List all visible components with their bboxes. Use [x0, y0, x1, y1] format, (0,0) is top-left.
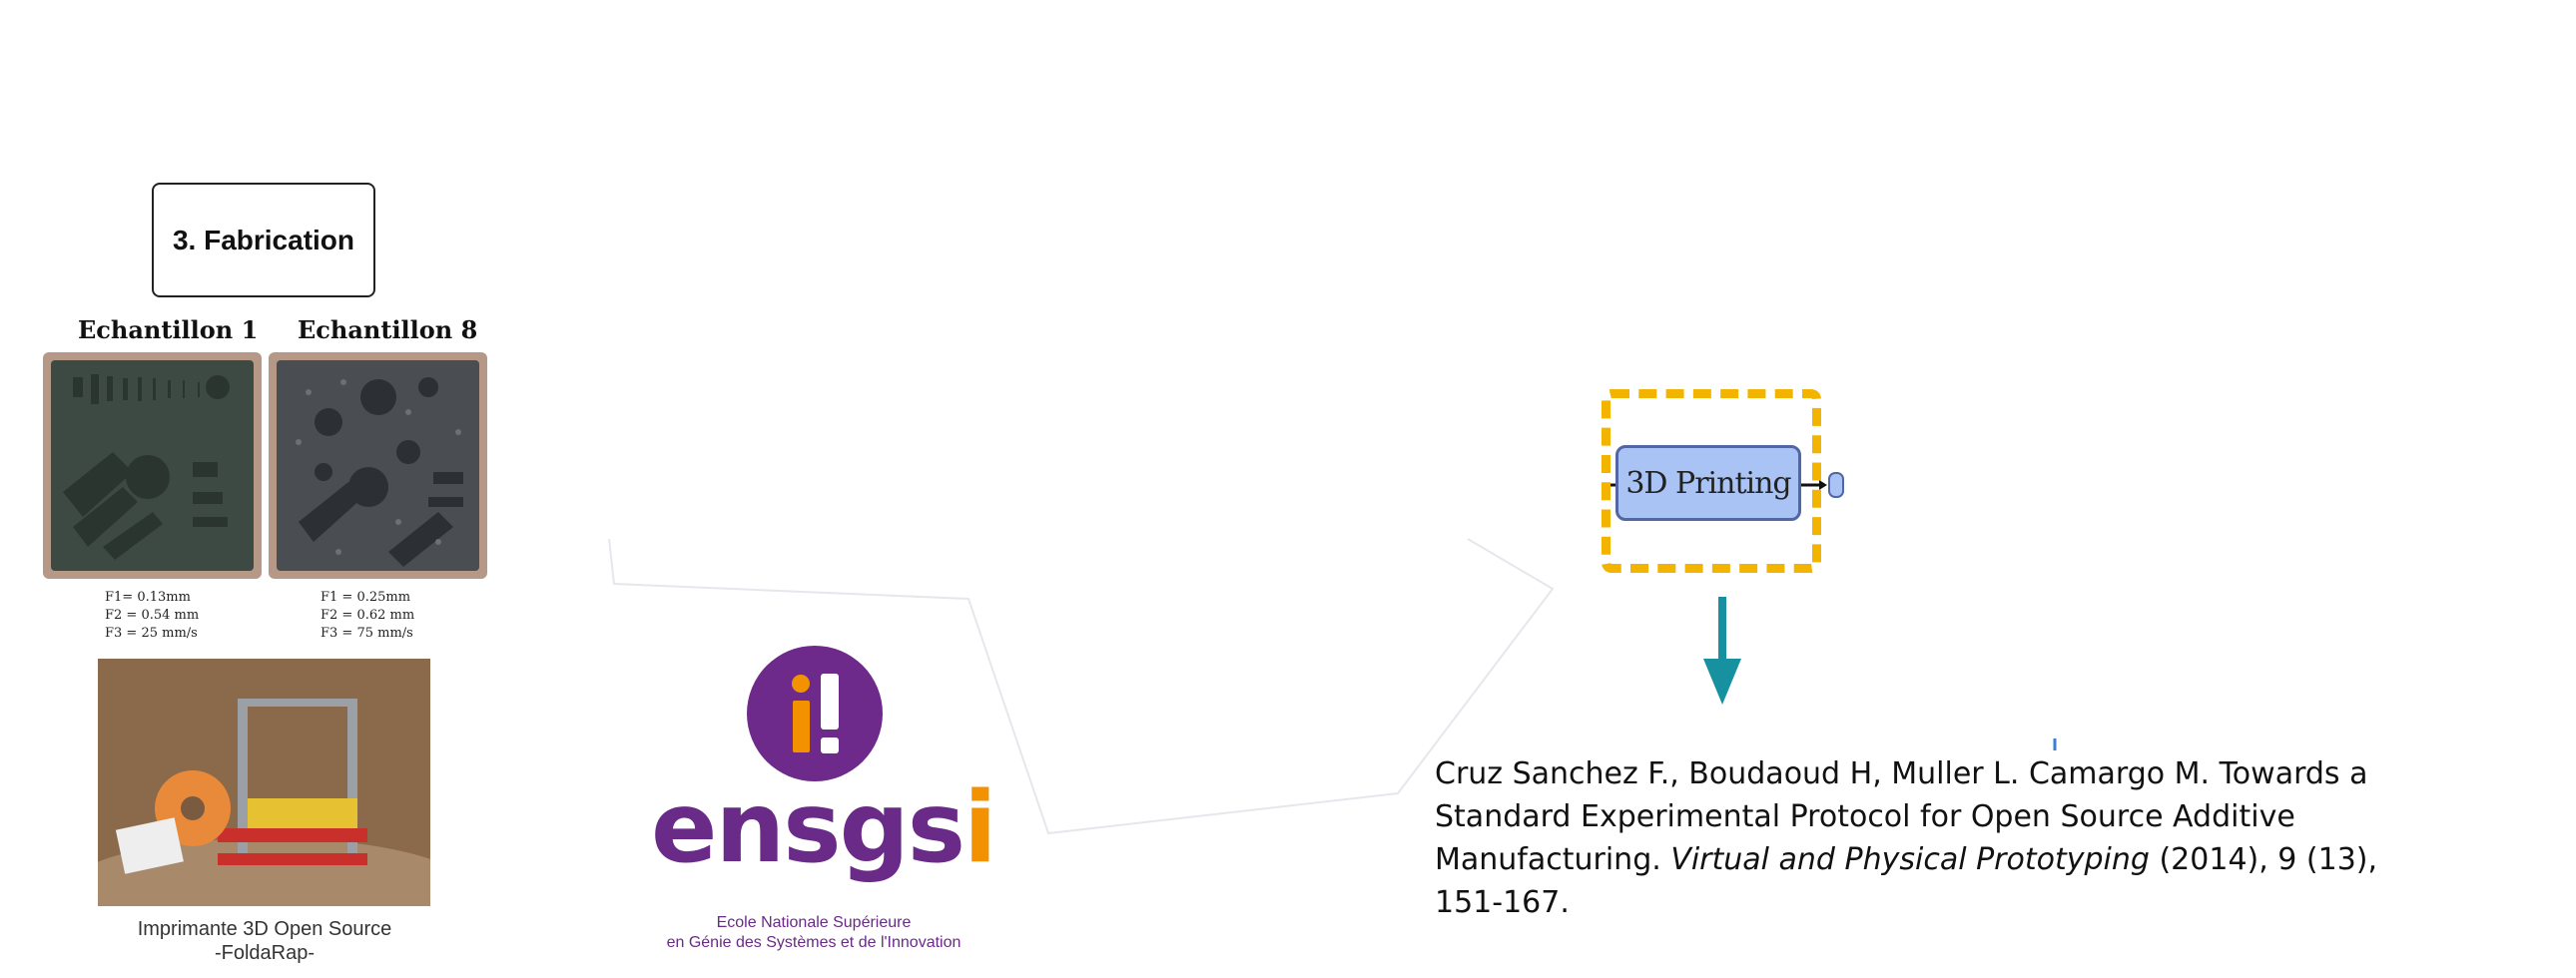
foldarap-printer-photo	[98, 659, 430, 906]
sample-1-parameters: F1= 0.13mm F2 = 0.54 mm F3 = 25 mm/s	[105, 590, 200, 641]
fabrication-step-box: 3. Fabrication	[152, 183, 375, 297]
sample-1-title: Echantillon 1	[78, 315, 259, 344]
sample-8-parameters: F1 = 0.25mm F2 = 0.62 mm F3 = 75 mm/s	[321, 590, 415, 641]
highlight-dashed-box	[1602, 389, 1821, 573]
printer-caption-line2: -FoldaRap-	[214, 942, 316, 964]
reference-journal: Virtual and Physical Prototyping	[1670, 842, 2150, 877]
printer-caption-line1: Imprimante 3D Open Source	[137, 918, 392, 940]
reference-citation: Cruz Sanchez F., Boudaoud H, Muller L. C…	[1435, 752, 2433, 924]
logo-word-accent: i	[964, 771, 997, 885]
logo-subtitle-line2: en Génie des Systèmes et de l'Innovation	[666, 934, 962, 951]
sample-1-image	[43, 352, 262, 579]
ensgsi-logo-wordmark: ensgsi	[651, 771, 997, 885]
ensgsi-logo-mark	[747, 646, 883, 781]
reference-authors: Cruz Sanchez F., Boudaoud H, Muller L. C…	[1435, 756, 2368, 877]
ensgsi-logo-subtitle: Ecole Nationale Supérieure en Génie des …	[639, 913, 988, 953]
down-arrow-icon	[1703, 597, 1741, 705]
sample-8-title: Echantillon 8	[298, 315, 478, 344]
printer-caption: Imprimante 3D Open Source -FoldaRap-	[100, 917, 429, 965]
3d-printing-node: 3D Printing	[1615, 445, 1801, 521]
logo-subtitle-line1: Ecole Nationale Supérieure	[716, 914, 912, 931]
sample-8-image	[269, 352, 487, 579]
reference-details: (2014), 9 (13), 151-167.	[1435, 842, 2378, 920]
logo-word-main: ensgs	[651, 771, 966, 885]
